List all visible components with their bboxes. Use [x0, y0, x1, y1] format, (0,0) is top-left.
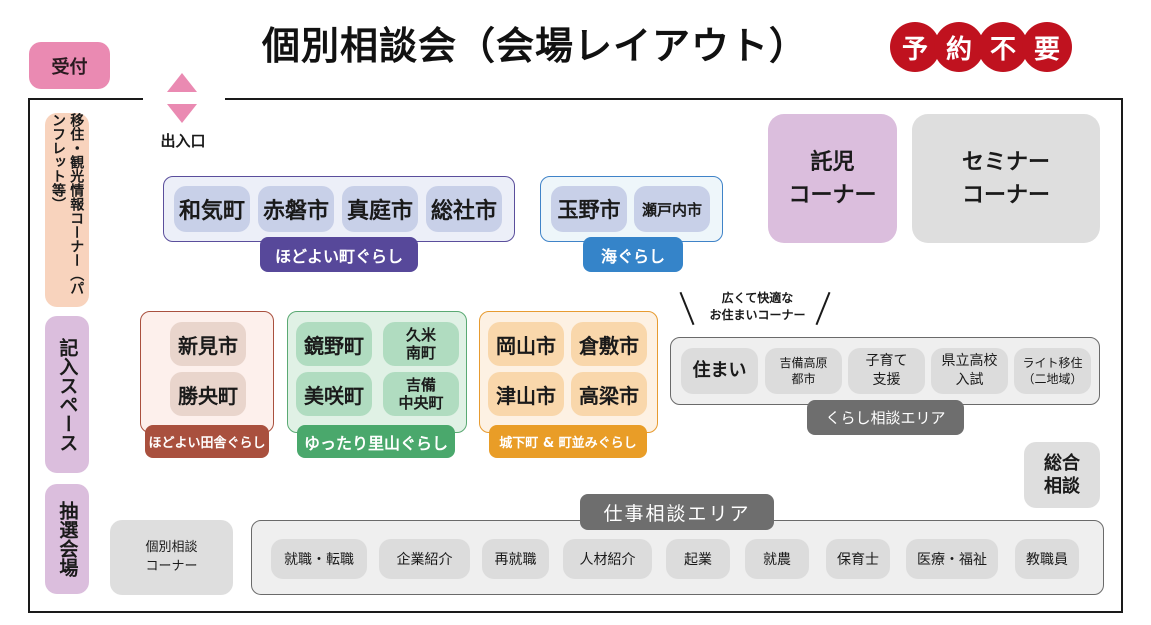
booth-chip: 玉野市	[551, 186, 627, 232]
group-hodoyoi: 和気町 赤磐市 真庭市 総社市	[163, 176, 515, 242]
booth-chip: 吉備 中央町	[383, 372, 459, 416]
group-tag-umi: 海ぐらし	[583, 237, 683, 272]
booth-chip: 医療・福祉	[906, 539, 998, 579]
booth-chip: 瀬戸内市	[634, 186, 710, 232]
badge-char: 不	[978, 22, 1028, 72]
booth-chip: 就職・転職	[271, 539, 367, 579]
group-machinami: 岡山市 倉敷市 津山市 高梁市	[479, 311, 658, 433]
group-tag-work: 仕事相談エリア	[580, 494, 774, 530]
childcare-corner: 託児 コーナー	[768, 114, 897, 243]
group-satoyama: 鏡野町 久米 南町 美咲町 吉備 中央町	[287, 311, 467, 433]
page-title: 個別相談会（会場レイアウト）	[262, 24, 809, 68]
booth-chip: 赤磐市	[258, 186, 334, 232]
group-tag-hodoyoi: ほどよい町ぐらし	[260, 237, 418, 272]
booth-chip: 高梁市	[571, 372, 647, 416]
info-corner: 移住・観光情報コーナー（パンフレット等）	[45, 113, 89, 307]
group-tag-machinami: 城下町 & 町並みぐらし	[489, 425, 647, 458]
writing-space: 記入スペース	[45, 316, 89, 473]
booth-chip: 再就職	[482, 539, 549, 579]
group-kurashi: 住まい 吉備高原 都市 子育て 支援 県立高校 入試 ライト移住 （二地域）	[670, 337, 1100, 405]
badge-char: 約	[934, 22, 984, 72]
entrance-label: 出入口	[160, 132, 206, 150]
booth-chip: 人材紹介	[563, 539, 652, 579]
group-tag-inaka: ほどよい田舎ぐらし	[145, 425, 269, 458]
booth-chip: 倉敷市	[571, 322, 647, 366]
booth-chip: 美咲町	[296, 372, 372, 416]
no-reservation-badge: 予 約 不 要	[890, 22, 1072, 72]
arrow-up-icon	[167, 73, 197, 92]
booth-chip: 保育士	[826, 539, 890, 579]
group-inaka: 新見市 勝央町	[140, 311, 274, 433]
group-tag-kurashi: くらし相談エリア	[807, 400, 964, 435]
venue-outline	[28, 98, 1123, 613]
group-tag-satoyama: ゆったり里山ぐらし	[297, 425, 455, 458]
booth-chip: 真庭市	[342, 186, 418, 232]
group-umi: 玉野市 瀬戸内市	[540, 176, 723, 242]
booth-chip: 勝央町	[170, 372, 246, 416]
housing-caption: 広くて快適な お住まいコーナー	[709, 291, 806, 322]
general-consultation: 総合 相談	[1024, 442, 1100, 508]
individual-consultation-corner: 個別相談 コーナー	[110, 520, 233, 595]
badge-char: 要	[1022, 22, 1072, 72]
reception-label: 受付	[51, 56, 88, 78]
booth-chip: 岡山市	[488, 322, 564, 366]
seminar-corner: セミナー コーナー	[912, 114, 1100, 243]
booth-chip: 教職員	[1015, 539, 1079, 579]
booth-chip: 子育て 支援	[848, 348, 925, 394]
booth-chip: 起業	[666, 539, 730, 579]
booth-chip: 吉備高原 都市	[765, 348, 842, 394]
booth-chip: 津山市	[488, 372, 564, 416]
arrow-down-icon	[167, 104, 197, 123]
booth-chip: 総社市	[426, 186, 502, 232]
booth-chip: 鏡野町	[296, 322, 372, 366]
booth-chip: 企業紹介	[379, 539, 470, 579]
group-work: 就職・転職 企業紹介 再就職 人材紹介 起業 就農 保育士 医療・福祉 教職員	[251, 520, 1104, 595]
entrance-gap	[143, 94, 225, 104]
booth-chip: 住まい	[681, 348, 758, 394]
lottery-venue: 抽選会場	[45, 484, 89, 594]
badge-char: 予	[890, 22, 940, 72]
booth-chip: 和気町	[174, 186, 250, 232]
booth-chip: ライト移住 （二地域）	[1014, 348, 1091, 394]
booth-chip: 県立高校 入試	[931, 348, 1008, 394]
reception-desk: 受付	[29, 42, 110, 89]
booth-chip: 新見市	[170, 322, 246, 366]
booth-chip: 就農	[745, 539, 809, 579]
booth-chip: 久米 南町	[383, 322, 459, 366]
